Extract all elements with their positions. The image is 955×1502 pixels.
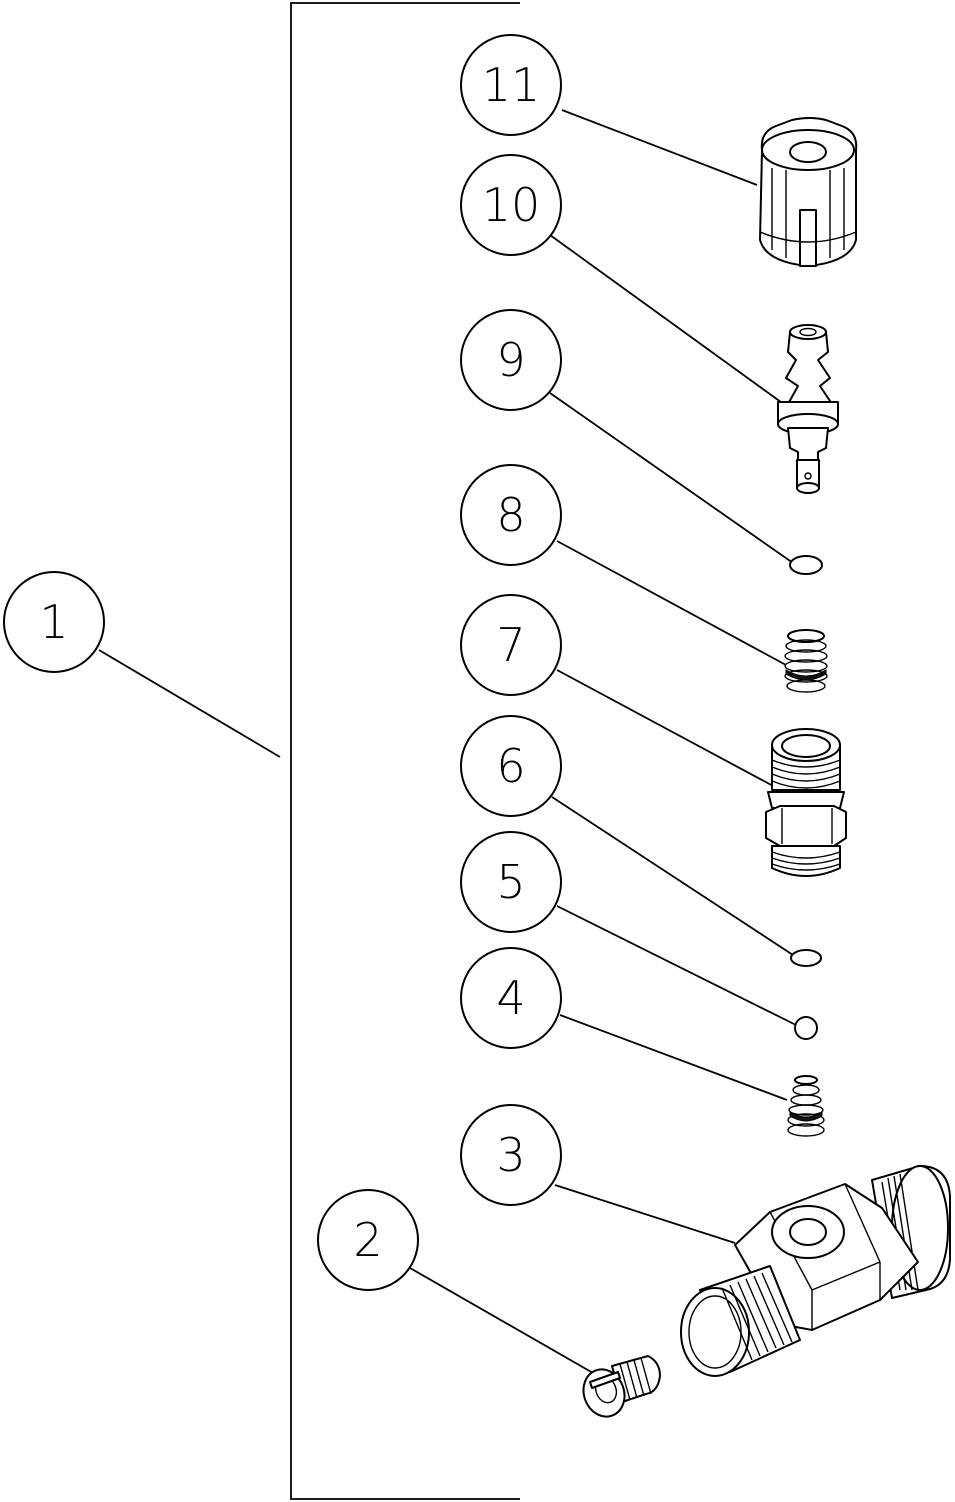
balloon-4-label: 4	[496, 971, 525, 1025]
leader-line-7	[556, 669, 776, 788]
threaded-valve-body-icon	[765, 728, 847, 877]
balloon-3-label: 3	[496, 1128, 525, 1182]
balloon-5-label: 5	[496, 855, 525, 909]
balloon-4: 4	[460, 947, 562, 1049]
balloon-7: 7	[460, 594, 562, 696]
balloon-7-label: 7	[496, 618, 525, 672]
balloon-11: 11	[460, 34, 562, 136]
balloon-8: 8	[460, 464, 562, 566]
leader-line-5	[556, 905, 797, 1026]
balloon-8-label: 8	[496, 488, 525, 542]
leader-line-9	[549, 392, 794, 564]
leader-line-8	[556, 540, 787, 666]
leader-line-11	[561, 109, 758, 186]
balloon-1-label: 1	[39, 595, 68, 649]
injection-tee-icon	[680, 1165, 951, 1377]
leader-line-1	[98, 649, 281, 758]
balloon-9-label: 9	[496, 333, 525, 387]
balloon-6: 6	[460, 715, 562, 817]
balloon-6-label: 6	[496, 739, 525, 793]
coil-spring-icon	[784, 629, 828, 693]
leader-line-4	[559, 1014, 788, 1101]
conical-spring-icon	[787, 1075, 825, 1137]
balloon-2: 2	[317, 1189, 419, 1291]
o-ring-icon	[790, 949, 822, 967]
check-ball-icon	[794, 1016, 818, 1040]
balloon-10-label: 10	[482, 178, 541, 232]
leader-line-2	[409, 1267, 601, 1378]
leader-line-6	[551, 796, 794, 956]
assembly-bracket	[290, 2, 520, 1500]
balloon-5: 5	[460, 831, 562, 933]
knurled-cap-nut-icon	[759, 117, 858, 267]
balloon-3: 3	[460, 1104, 562, 1206]
balloon-1: 1	[3, 571, 105, 673]
slotted-screw-icon	[582, 1355, 661, 1418]
balloon-10: 10	[460, 154, 562, 256]
o-ring-icon	[789, 555, 823, 575]
balloon-9: 9	[460, 309, 562, 411]
balloon-11-label: 11	[482, 58, 541, 112]
balloon-2-label: 2	[353, 1213, 382, 1267]
leader-line-10	[549, 234, 786, 406]
leader-line-3	[554, 1184, 736, 1244]
hose-barb-fitting-icon	[777, 324, 839, 494]
